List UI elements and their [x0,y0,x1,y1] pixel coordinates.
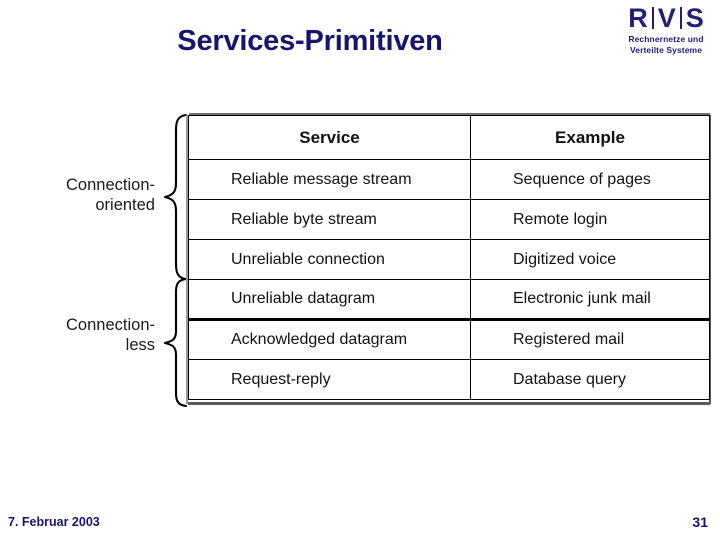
table-row: Request-reply Database query [188,359,710,400]
footer-page-number: 31 [692,514,708,530]
cell-service: Reliable byte stream [188,199,471,240]
table-row: Acknowledged datagram Registered mail [188,319,710,360]
column-header-service: Service [188,115,471,160]
group-label-connection-oriented: Connection- oriented [25,175,155,215]
cell-example: Remote login [470,199,710,240]
rvs-letter-v: V [657,2,676,33]
rvs-letter-s: S [685,2,704,33]
group-label-connection-oriented-line1: Connection- [66,176,155,194]
cell-service: Request-reply [188,359,471,400]
services-table-container: Service Example Reliable message stream … [188,115,710,400]
rvs-letter-r: R [628,2,648,33]
table-row: Reliable byte stream Remote login [188,199,710,240]
table-row: Reliable message stream Sequence of page… [188,159,710,200]
rvs-logo-letters: R V S [616,4,716,32]
table-row: Unreliable connection Digitized voice [188,239,710,280]
group-label-connectionless-line2: less [125,336,155,354]
cell-example: Digitized voice [470,239,710,280]
cell-service: Reliable message stream [188,159,471,200]
rvs-logo-subtitle: Rechnernetze und Verteilte Systeme [616,34,716,56]
table-edge-top [189,113,710,115]
curly-brace-connectionless [163,277,188,407]
rvs-separator-bar-1 [651,7,654,29]
table-edge-right [709,115,711,404]
cell-service: Acknowledged datagram [188,319,471,360]
curly-brace-connection-oriented [163,113,188,281]
rvs-logo-subtitle-line2: Verteilte Systeme [629,45,703,55]
group-label-connectionless: Connection- less [25,315,155,355]
cell-example: Database query [470,359,710,400]
cell-service: Unreliable datagram [188,279,471,321]
group-label-connection-oriented-line2: oriented [95,196,155,214]
table-row: Unreliable datagram Electronic junk mail [188,279,710,321]
slide-title: Services-Primitiven [177,25,443,57]
rvs-logo-subtitle-line1: Rechnernetze und [628,34,704,44]
group-label-connectionless-line1: Connection- [66,316,155,334]
table-edge-left [186,115,188,404]
cell-service: Unreliable connection [188,239,471,280]
table-edge-bottom [188,402,710,405]
table-header-row: Service Example [188,115,710,160]
column-header-example: Example [470,115,710,160]
services-table: Service Example Reliable message stream … [188,115,710,400]
rvs-logo: R V S Rechnernetze und Verteilte Systeme [616,4,716,56]
cell-example: Sequence of pages [470,159,710,200]
cell-example: Registered mail [470,319,710,360]
rvs-separator-bar-2 [679,7,682,29]
cell-example: Electronic junk mail [470,279,710,321]
footer-date: 7. Februar 2003 [8,515,100,529]
